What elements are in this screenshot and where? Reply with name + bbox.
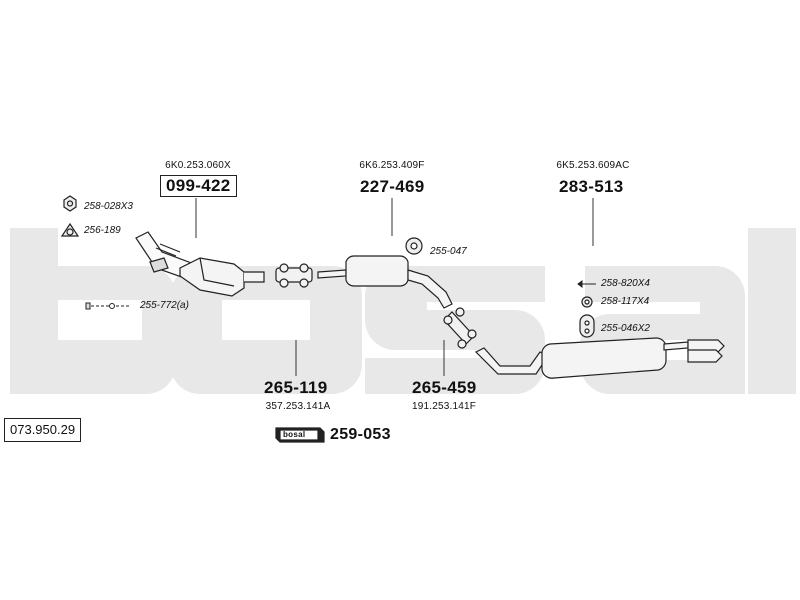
accessory-label-bolt-rear[interactable]: 258-820X4	[601, 278, 650, 289]
bosal-watermark	[10, 228, 796, 394]
rear-bolt-icon	[577, 280, 596, 288]
rear-silencer-drawing	[474, 337, 725, 379]
oe-number-front-silencer: 6K6.253.409F	[359, 160, 425, 171]
catalyst-drawing	[179, 257, 265, 297]
assembly-kit-tube-label: bosal	[283, 430, 306, 439]
oe-number-clamp-front: 357.253.141A	[265, 401, 331, 412]
part-number-rear-silencer[interactable]: 283-513	[559, 177, 624, 196]
front-silencer-drawing	[317, 255, 453, 309]
part-number-catalyst[interactable]: 099-422	[160, 175, 237, 197]
part-number-clamp-rear[interactable]: 265-459	[412, 378, 477, 397]
gasket-icon	[60, 222, 80, 237]
accessory-label-washer-rear[interactable]: 258-117X4	[601, 296, 650, 307]
accessory-label-nut[interactable]: 258-028X3	[84, 201, 133, 212]
accessory-label-gasket[interactable]: 256-189	[84, 225, 121, 236]
bolt-icon	[85, 302, 130, 310]
rubber-mount-icon	[405, 237, 423, 255]
part-number-front-silencer[interactable]: 227-469	[360, 177, 425, 196]
nut-icon	[63, 195, 77, 212]
oe-number-rear-silencer: 6K5.253.609AC	[556, 160, 630, 171]
rear-rubber-icon	[579, 314, 595, 338]
washer-icon	[581, 296, 593, 308]
accessory-label-rubber-rear[interactable]: 255-046X2	[601, 323, 650, 334]
assembly-kit-tube	[275, 427, 325, 443]
catalog-number: 073.950.29	[4, 418, 82, 442]
accessory-label-rubber-front[interactable]: 255-047	[430, 246, 467, 257]
part-number-clamp-front[interactable]: 265-119	[264, 378, 328, 397]
clamp-front-drawing	[275, 263, 313, 288]
clamp-rear-drawing	[443, 307, 477, 349]
part-number-assembly-kit[interactable]: 259-053	[330, 426, 391, 443]
oe-number-catalyst: 6K0.253.060X	[165, 160, 231, 171]
oe-number-clamp-rear: 191.253.141F	[411, 401, 477, 412]
accessory-label-bolt-front[interactable]: 255-772(a)	[140, 300, 189, 311]
